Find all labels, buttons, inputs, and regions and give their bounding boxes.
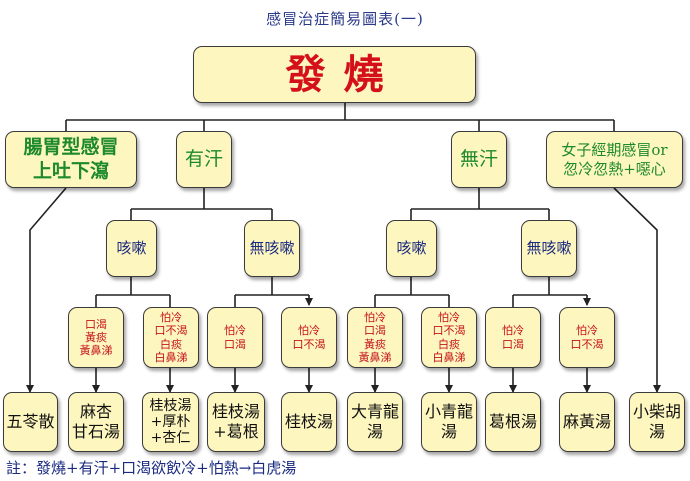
formula-node: 麻杏 甘石湯 xyxy=(68,392,124,452)
node-nosweat-no-cough: 無咳嗽 xyxy=(521,220,577,277)
formula-label: 大青龍 湯 xyxy=(350,402,399,441)
node-gi-cold-label: 腸胃型感冒 上吐下瀉 xyxy=(23,135,119,182)
node-nosweat-cough: 咳嗽 xyxy=(386,220,437,277)
node-sweat-cough: 咳嗽 xyxy=(106,220,157,277)
formula-label: 小柴胡 湯 xyxy=(632,402,681,441)
formula-node: 五苓散 xyxy=(3,392,58,452)
node-female-cold: 女子經期感冒or 忽冷忽熱+噁心 xyxy=(546,131,683,188)
condition-label: 怕冷 口不渴 xyxy=(292,324,326,351)
node-gi-cold: 腸胃型感冒 上吐下瀉 xyxy=(5,131,137,188)
formula-node: 桂枝湯 xyxy=(281,392,337,452)
condition-label: 怕冷 口不渴 xyxy=(570,324,604,351)
node-no-sweat: 無汗 xyxy=(451,131,507,188)
formula-node: 小柴胡 湯 xyxy=(629,392,685,452)
condition-label: 怕冷 口渴 xyxy=(502,324,524,351)
formula-label: 桂枝湯 xyxy=(284,412,333,431)
condition-node: 怕冷 口不渴 xyxy=(559,307,615,368)
formula-node: 桂枝湯 +葛根 xyxy=(207,392,265,452)
condition-node: 怕冷 口不渴 白痰 白鼻涕 xyxy=(143,307,199,368)
formula-label: 葛根湯 xyxy=(488,412,537,431)
condition-node: 口渴 黃痰 黃鼻涕 xyxy=(68,307,124,368)
condition-label: 怕冷 口渴 xyxy=(224,324,246,351)
node-female-cold-label: 女子經期感冒or 忽冷忽熱+噁心 xyxy=(561,140,668,178)
condition-label: 怕冷 口渴 黃痰 黃鼻涕 xyxy=(358,311,392,364)
formula-label: 麻黃湯 xyxy=(562,412,611,431)
footnote: 註：發燒+有汗+口渴欲飲冷+怕熱→白虎湯 xyxy=(6,459,297,477)
formula-node: 麻黃湯 xyxy=(559,392,615,452)
formula-label: 小青龍 湯 xyxy=(424,402,473,441)
node-sweat: 有汗 xyxy=(176,131,232,188)
formula-node: 桂枝湯 +厚朴 +杏仁 xyxy=(142,392,199,452)
condition-node: 怕冷 口不渴 xyxy=(281,307,337,368)
condition-node: 怕冷 口渴 黃痰 黃鼻涕 xyxy=(347,307,403,368)
formula-label: 桂枝湯 +葛根 xyxy=(211,402,260,441)
formula-node: 大青龍 湯 xyxy=(347,392,403,452)
formula-node: 小青龍 湯 xyxy=(421,392,477,452)
formula-node: 葛根湯 xyxy=(485,392,541,452)
root-node-fever: 發燒 xyxy=(193,46,476,103)
chart-title: 感冒治症簡易圖表(一) xyxy=(266,10,424,28)
formula-label: 桂枝湯 +厚朴 +杏仁 xyxy=(149,397,192,447)
condition-node: 怕冷 口渴 xyxy=(207,307,263,368)
node-sweat-no-cough: 無咳嗽 xyxy=(244,220,300,277)
formula-label: 五苓散 xyxy=(6,412,55,431)
condition-node: 怕冷 口不渴 白痰 白鼻涕 xyxy=(421,307,477,368)
condition-label: 口渴 黃痰 黃鼻涕 xyxy=(79,317,113,358)
formula-label: 麻杏 甘石湯 xyxy=(71,402,120,441)
condition-node: 怕冷 口渴 xyxy=(485,307,541,368)
condition-label: 怕冷 口不渴 白痰 白鼻涕 xyxy=(154,311,188,364)
condition-label: 怕冷 口不渴 白痰 白鼻涕 xyxy=(432,311,466,364)
